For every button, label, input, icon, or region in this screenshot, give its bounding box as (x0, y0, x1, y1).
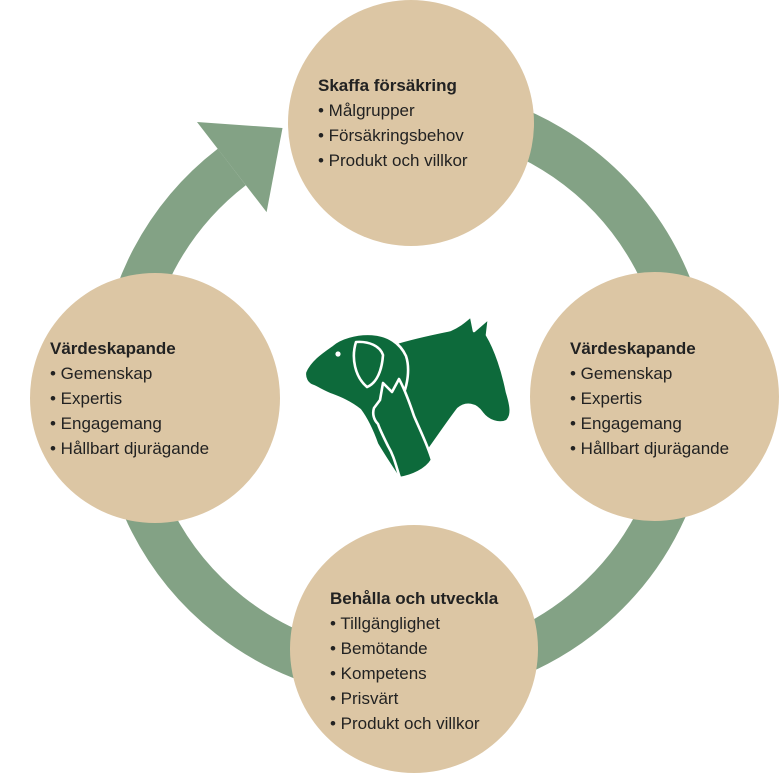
node-bottom-text: Behålla och utveckla • Tillgänglighet • … (330, 586, 498, 736)
node-bottom-item-5: • Produkt och villkor (330, 714, 480, 733)
pets-logo-icon (303, 314, 513, 482)
node-bottom-item-2: • Bemötande (330, 639, 428, 658)
node-left-item-2: • Expertis (50, 389, 123, 408)
node-right-item-4: • Hållbart djurägande (570, 439, 730, 458)
node-bottom-item-1: • Tillgänglighet (330, 614, 440, 633)
node-top-text: Skaffa försäkring • Målgrupper • Försäkr… (318, 73, 468, 173)
node-top-item-2: • Försäkringsbehov (318, 126, 464, 145)
node-left-text: Värdeskapande • Gemenskap • Expertis • E… (50, 336, 209, 461)
node-right-title: Värdeskapande (570, 339, 696, 358)
node-top-item-1: • Målgrupper (318, 101, 415, 120)
dog-eye-icon (335, 351, 341, 357)
node-top-title: Skaffa försäkring (318, 76, 457, 95)
cat-icon (371, 377, 434, 480)
node-right-item-1: • Gemenskap (570, 364, 673, 383)
dog-ear-icon (352, 340, 385, 389)
node-left-item-3: • Engagemang (50, 414, 162, 433)
dog-head-icon (303, 332, 410, 482)
node-left-item-4: • Hållbart djurägande (50, 439, 210, 458)
node-bottom-item-3: • Kompetens (330, 664, 427, 683)
node-circle-right (530, 272, 779, 521)
cycle-arrowhead-icon (197, 122, 283, 213)
node-bottom-item-4: • Prisvärt (330, 689, 399, 708)
node-right-text: Värdeskapande • Gemenskap • Expertis • E… (570, 336, 729, 461)
node-left-title: Värdeskapande (50, 339, 176, 358)
node-right-item-2: • Expertis (570, 389, 643, 408)
node-left-item-1: • Gemenskap (50, 364, 153, 383)
node-circle-top (288, 0, 534, 246)
node-top-item-3: • Produkt och villkor (318, 151, 468, 170)
node-right-item-3: • Engagemang (570, 414, 682, 433)
node-circle-bottom (290, 525, 538, 773)
node-circle-left (30, 273, 280, 523)
node-bottom-title: Behålla och utveckla (330, 589, 499, 608)
